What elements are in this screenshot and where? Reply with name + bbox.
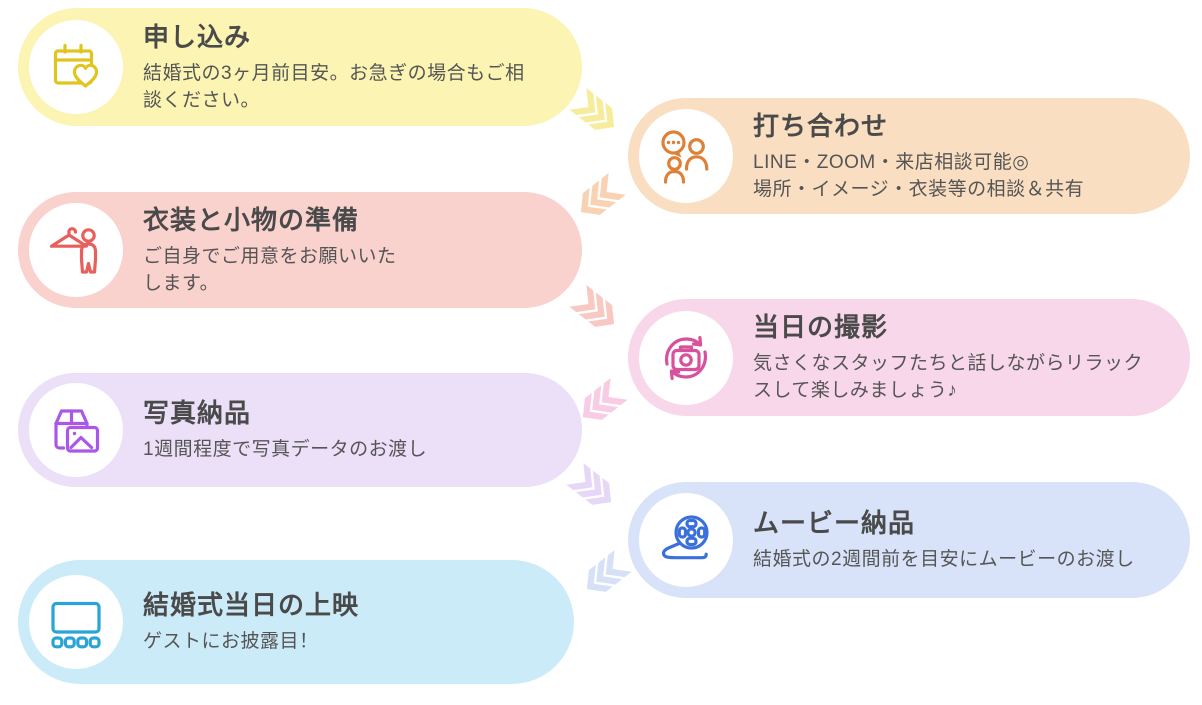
step-card-application: 申し込み 結婚式の3ヶ月前目安。お急ぎの場合もご相 談ください。 (18, 8, 582, 126)
chevron-arrow-down-left-icon (578, 549, 632, 600)
step-title: 当日の撮影 (753, 312, 889, 342)
step-icon-circle (639, 109, 733, 203)
step-card-shooting: 当日の撮影 気さくなスタッフたちと話しながらリラック スして楽しみましょう♪ (628, 299, 1190, 416)
step-card-photo-delivery: 写真納品 1週間程度で写真データのお渡し (18, 373, 582, 487)
hanger-person-icon (49, 227, 98, 274)
step-title: 写真納品 (143, 398, 252, 428)
step-title: 衣装と小物の準備 (143, 204, 360, 235)
step-icon-circle (29, 20, 123, 114)
step-description: 気さくなスタッフたちと話しながらリラック スして楽しみましょう♪ (753, 353, 1144, 401)
step-title: 結婚式当日の上映 (143, 590, 360, 620)
step-description: ゲストにお披露目！ (143, 631, 319, 652)
camera-refresh-icon (665, 335, 707, 380)
step-icon-circle (29, 203, 123, 297)
step-icon-circle (29, 575, 123, 669)
chevron-arrow-down-right-icon (569, 87, 622, 138)
step-description: ご自身でご用意をお願いいた します。 (143, 245, 397, 294)
chevron-arrow-down-left-icon (572, 172, 626, 223)
step-card-screening: 結婚式当日の上映 ゲストにお披露目！ (18, 560, 574, 684)
step-icon-circle (639, 493, 733, 587)
calendar-heart-icon (53, 43, 99, 88)
step-description: 結婚式の2週間前を目安にムービーのお渡し (753, 549, 1135, 570)
screen-presentation-icon (51, 601, 101, 649)
step-title: 打ち合わせ (753, 110, 889, 141)
step-card-outfit-preparation: 衣装と小物の準備 ご自身でご用意をお願いいた します。 (18, 192, 582, 308)
box-photo-icon (54, 409, 100, 453)
step-description: 1週間程度で写真データのお渡し (143, 439, 428, 460)
step-description: 結婚式の3ヶ月前目安。お急ぎの場合もご相 談ください。 (143, 62, 525, 111)
step-title: 申し込み (143, 21, 252, 52)
chevron-arrow-down-left-icon (574, 377, 628, 428)
step-card-movie-delivery: ムービー納品 結婚式の2週間前を目安にムービーのお渡し (628, 482, 1190, 598)
step-card-meeting: 打ち合わせ LINE・ZOOM・来店相談可能◎ 場所・イメージ・衣装等の相談＆共… (628, 98, 1190, 214)
chat-people-icon (661, 130, 709, 184)
chevron-arrow-down-right-icon (569, 284, 622, 335)
step-title: ムービー納品 (753, 508, 916, 538)
film-reel-icon (661, 515, 709, 560)
step-icon-circle (639, 310, 733, 405)
step-icon-circle (29, 383, 123, 477)
chevron-arrow-down-right-icon (566, 462, 619, 513)
step-description: LINE・ZOOM・来店相談可能◎ 場所・イメージ・衣装等の相談＆共有 (753, 151, 1085, 200)
